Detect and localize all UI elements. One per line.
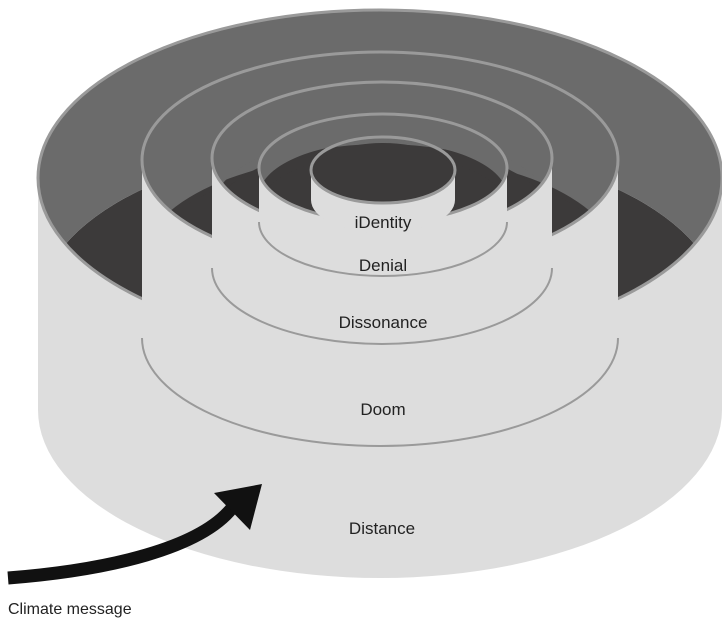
arrow-shaft [7,503,238,585]
ring-doom-base-rim [141,337,619,447]
label-denial: Denial [358,256,408,275]
label-identity: iDentity [354,213,412,232]
ring-identity [309,135,457,233]
ring-dissonance-inner-wall [212,82,552,210]
ring-identity-rim [309,135,457,205]
ring-dissonance-base-rim [211,267,553,345]
label-distance: Distance [348,519,416,538]
ring-identity-wall [311,170,455,233]
ring-denial-base-rim [258,221,508,277]
label-doom: Doom [360,400,406,419]
ring-denial-inner-wall [259,114,507,196]
ring-identity-floor [311,143,455,203]
label-climate-message: Climate message [8,601,132,618]
label-dissonance: Dissonance [338,313,428,332]
climate-message-arrow [7,484,262,585]
arrow-head [214,484,262,530]
